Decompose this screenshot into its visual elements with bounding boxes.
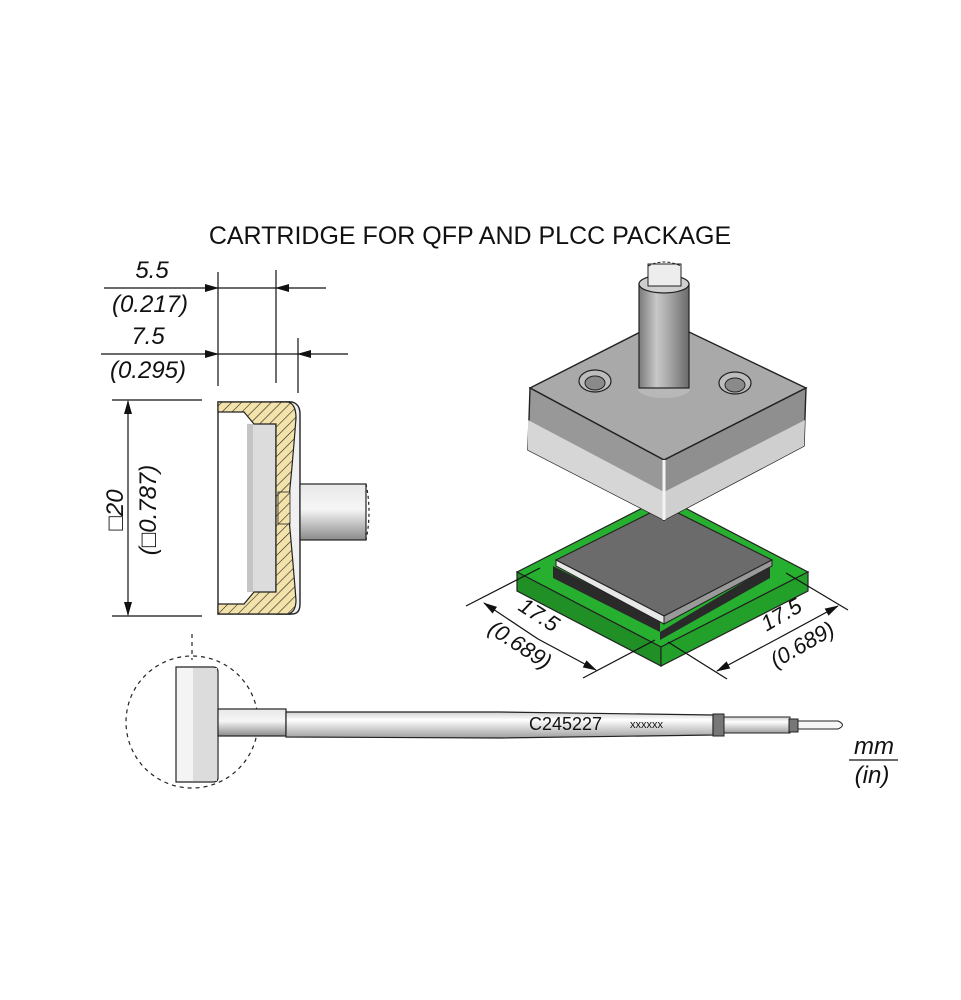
hatched-section: [217, 401, 297, 615]
extension-line: [465, 567, 541, 607]
dim-top-mm: 5.5: [135, 257, 169, 284]
cartridge-tip: [797, 720, 843, 730]
units-primary: mm: [854, 733, 894, 760]
cartridge-section-view: [217, 401, 370, 615]
dim-height-mm: □20: [102, 489, 129, 531]
mounting-hole-right-inner: [724, 377, 746, 393]
chip-leads-left: [553, 566, 660, 632]
insert-section: [277, 491, 291, 525]
inner-wall-shade: [247, 424, 253, 592]
dim-second-in: (0.295): [110, 357, 186, 384]
inner-wall: [250, 424, 278, 592]
serial-placeholder: xxxxxx: [630, 719, 664, 731]
chip-edge-right: [663, 559, 773, 625]
pcb-side-right: [660, 571, 809, 667]
drawing-title: CARTRIDGE FOR QFP AND PLCC PACKAGE: [209, 222, 731, 250]
dim-line-right-b: [776, 605, 839, 640]
nozzle-band-right: [664, 420, 805, 520]
cartridge-neck: [217, 708, 287, 737]
tip-band: [788, 718, 799, 733]
dim-height-in: (□0.787): [135, 465, 162, 556]
units-legend: mm (in): [849, 733, 898, 789]
dim-line-right-a: [716, 638, 778, 672]
units-secondary: (in): [855, 762, 890, 789]
extension-line: [667, 641, 728, 680]
side-dimensions: 5.5 (0.217) 7.5 (0.295) □20 (□0.787): [101, 257, 348, 617]
nozzle-stem: [638, 283, 690, 389]
cartridge-stem: [299, 483, 367, 541]
dim-top-in: (0.217): [112, 291, 188, 318]
dim-second-mm: 7.5: [131, 323, 165, 350]
dim-line-left-b: [537, 638, 597, 671]
isometric-view: [515, 261, 810, 667]
shaft-break-line: [647, 261, 682, 267]
cartridge-full-view: C245227 xxxxxx: [125, 634, 843, 789]
extension-line: [582, 639, 656, 679]
chip-leads-right: [660, 566, 770, 640]
dim-line-left-a: [483, 602, 539, 640]
cartridge-head-shade: [193, 668, 217, 781]
inner-shaft: [647, 263, 682, 287]
mounting-hole-left-inner: [584, 375, 606, 391]
nozzle-band-left: [528, 420, 664, 520]
extension-line: [785, 572, 849, 611]
part-number: C245227: [529, 714, 602, 734]
shaft-tip-section: [723, 716, 791, 734]
shaft-band: [712, 713, 725, 737]
